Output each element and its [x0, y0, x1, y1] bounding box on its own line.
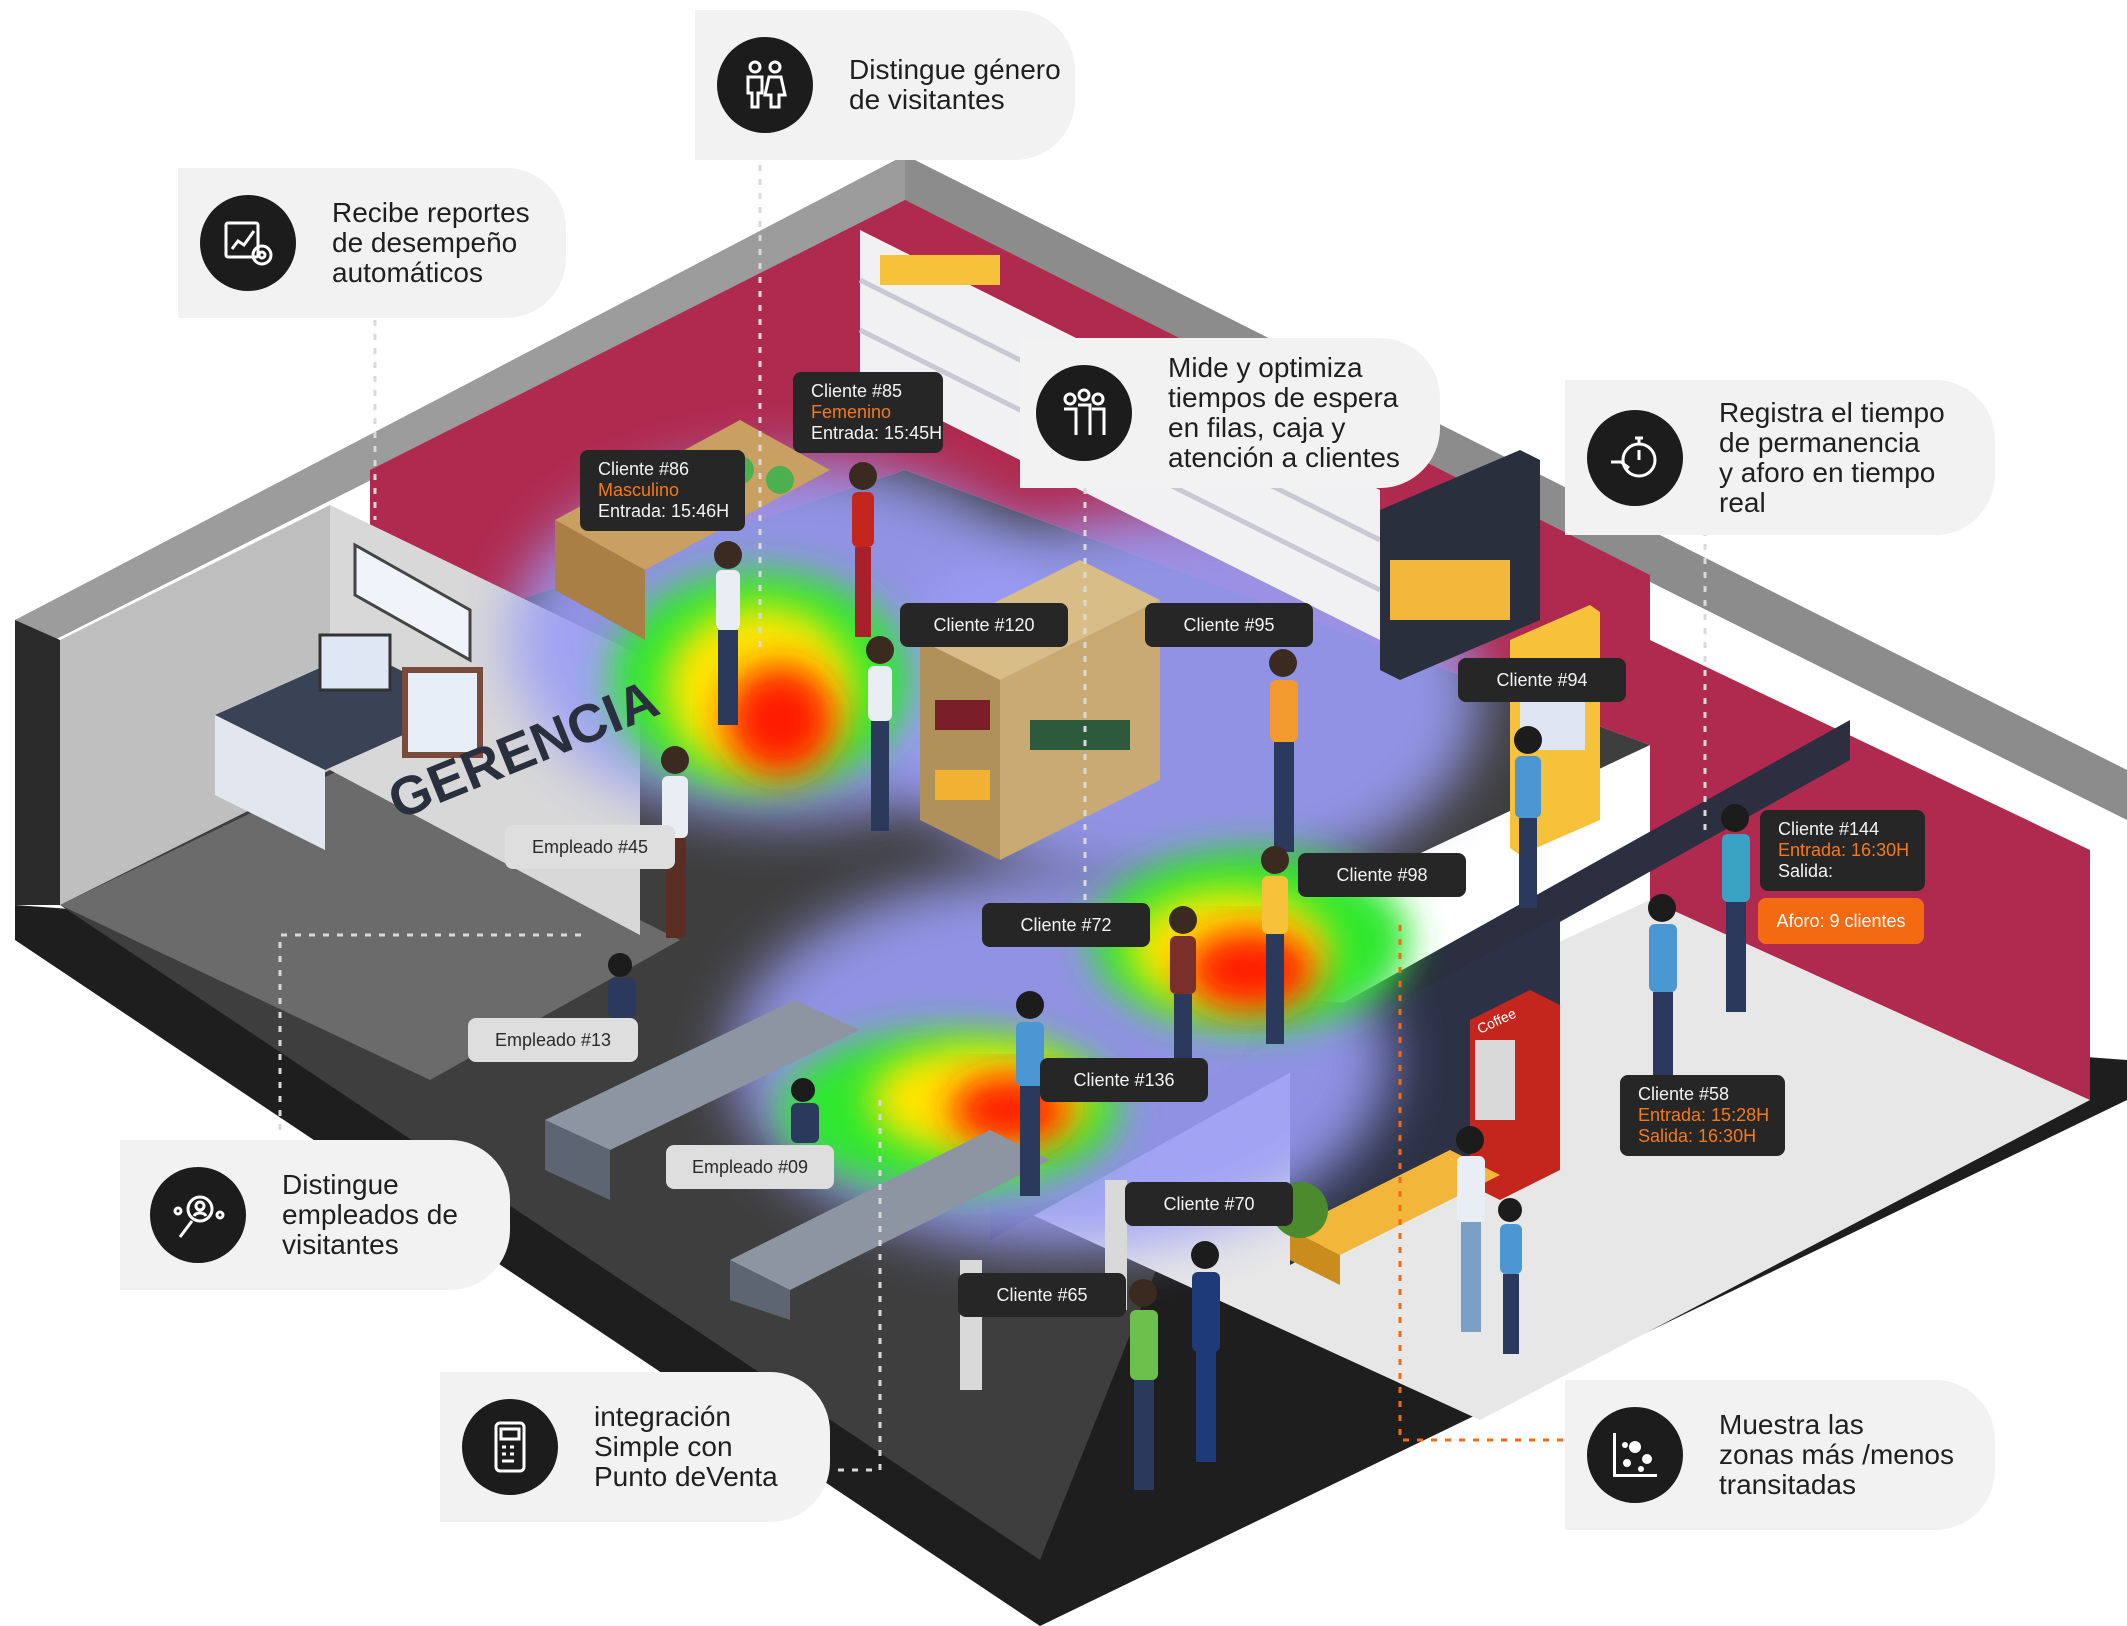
- tag-cliente-144: Cliente #144 Entrada: 16:30H Salida:: [1760, 810, 1925, 891]
- back-left-wall: [370, 200, 905, 650]
- feature-zones-text: Muestra las zonas más /menos transitadas: [1719, 1409, 1954, 1500]
- tag-empleado-09: Empleado #09: [666, 1145, 834, 1189]
- feature-pos-text: integración Simple con Punto deVenta: [594, 1401, 778, 1492]
- feature-reports: Recibe reportes de desempeño automáticos: [178, 168, 566, 318]
- tag-empleado-45: Empleado #45: [505, 825, 675, 869]
- tag-cliente-94: Cliente #94: [1458, 658, 1626, 702]
- tag-cliente-120: Cliente #120: [900, 603, 1068, 647]
- vending-machine: Coffee: [1470, 990, 1560, 1200]
- tag-entry: Entrada: 15:28H: [1638, 1105, 1770, 1125]
- divider-wall: [1290, 915, 1560, 1265]
- freezer: [1380, 450, 1540, 680]
- feature-gender-text: Distingue género de visitantes: [849, 54, 1061, 115]
- report-chart-icon: [200, 195, 296, 291]
- tag-cliente-85: Cliente #85 Femenino Entrada: 15:45H: [793, 372, 943, 453]
- tag-name: Cliente #58: [1638, 1084, 1730, 1104]
- office-back-wall: [60, 505, 330, 905]
- tag-gender: Masculino: [598, 480, 680, 500]
- tag-cliente-58: Cliente #58 Entrada: 15:28H Salida: 16:3…: [1620, 1075, 1785, 1156]
- feature-reports-text: Recibe reportes de desempeño automáticos: [332, 197, 530, 288]
- tag-aforo: Aforo: 9 clientes: [1758, 898, 1924, 944]
- tag-entry: Entrada: 15:46H: [598, 501, 730, 521]
- person-search-icon: [150, 1167, 246, 1263]
- shopper-figures: [608, 462, 1750, 1490]
- queue-people-icon: [1036, 365, 1132, 461]
- tag-cliente-95: Cliente #95: [1145, 603, 1313, 647]
- pos-terminal-icon: [462, 1399, 558, 1495]
- left-wall-top: [15, 155, 905, 660]
- feature-gender: Distingue género de visitantes: [695, 10, 1075, 160]
- people-gender-icon: [717, 37, 813, 133]
- tag-cliente-72: Cliente #72: [982, 903, 1150, 947]
- left-wall-edge: [15, 620, 60, 905]
- stopwatch-hand-icon: [1587, 409, 1683, 506]
- tag-cliente-70: Cliente #70: [1125, 1182, 1293, 1226]
- feature-wait-times-text: Mide y optimiza tiempos de espera en fil…: [1168, 352, 1400, 473]
- tag-name: Cliente #85: [811, 381, 903, 401]
- tag-cliente-65: Cliente #65: [958, 1273, 1126, 1317]
- feature-wait-times: Mide y optimiza tiempos de espera en fil…: [1020, 338, 1440, 488]
- office-floor: [60, 770, 680, 1080]
- checkout-counters: [545, 1000, 1050, 1320]
- feature-dwell-time-text: Registra el tiempo de permanencia y afor…: [1719, 396, 1945, 518]
- scatter-zones-icon: [1587, 1407, 1683, 1503]
- tag-entry: Entrada: 15:45H: [811, 423, 943, 443]
- tag-exit: Salida:: [1778, 861, 1834, 881]
- leader-lines: [278, 165, 1707, 1472]
- tag-name: Cliente #86: [598, 459, 690, 479]
- tag-exit: Salida: 16:30H: [1638, 1126, 1757, 1146]
- feature-employees: Distingue empleados de visitantes: [120, 1140, 510, 1290]
- feature-employees-text: Distingue empleados de visitantes: [282, 1169, 458, 1260]
- feature-pos: integración Simple con Punto deVenta: [440, 1372, 830, 1522]
- tag-name: Cliente #144: [1778, 819, 1880, 839]
- tag-cliente-98: Cliente #98: [1298, 853, 1466, 897]
- tag-gender: Femenino: [811, 402, 892, 422]
- tag-cliente-136: Cliente #136: [1040, 1058, 1208, 1102]
- feature-zones: Muestra las zonas más /menos transitadas: [1565, 1380, 1995, 1530]
- feature-dwell-time: Registra el tiempo de permanencia y afor…: [1565, 380, 1995, 535]
- tag-empleado-13: Empleado #13: [468, 1018, 638, 1062]
- tag-cliente-86: Cliente #86 Masculino Entrada: 15:46H: [580, 450, 745, 531]
- office-desk: [215, 542, 483, 850]
- tag-entry: Entrada: 16:30H: [1778, 840, 1910, 860]
